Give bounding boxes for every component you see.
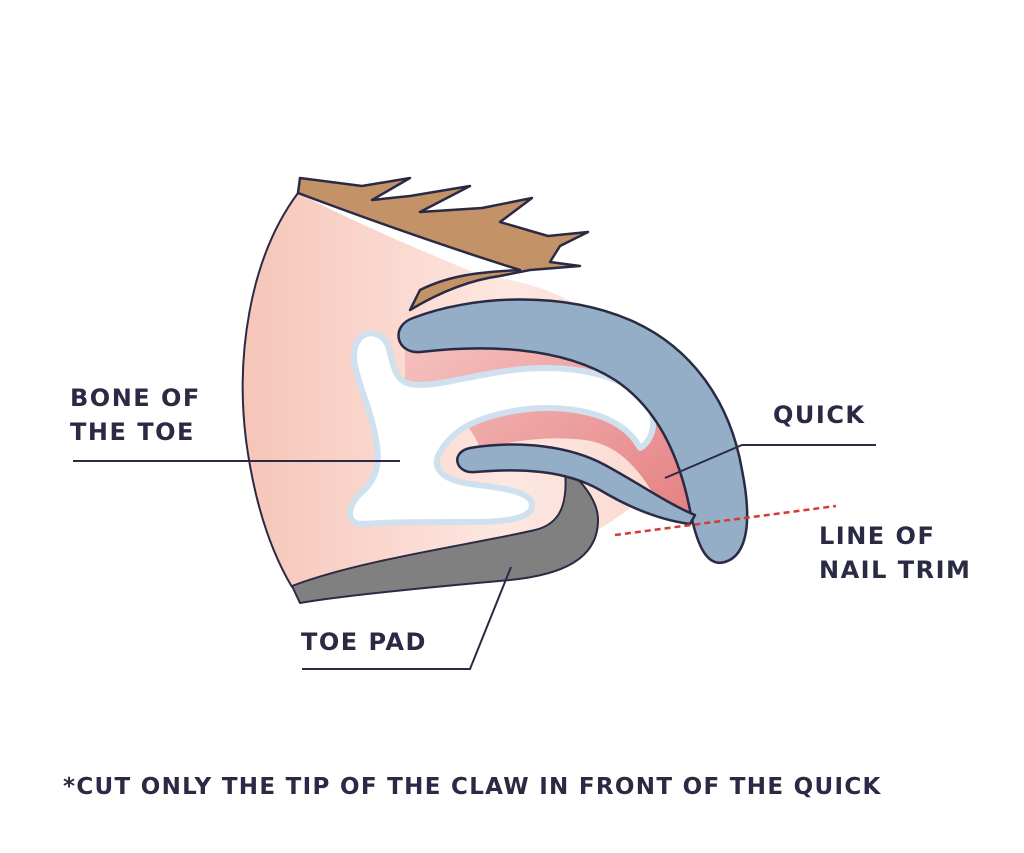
fur: [296, 176, 590, 312]
bone-label-line2: THE TOE: [70, 418, 195, 446]
claw-inner-shape: [456, 443, 697, 526]
quick-leader-line: [664, 444, 876, 479]
toe-pad-shape: [291, 469, 599, 604]
footnote: *CUT ONLY THE TIP OF THE CLAW IN FRONT O…: [63, 774, 882, 800]
line-of-nail-trim-label: LINE OF NAIL TRIM: [819, 519, 971, 587]
trim-label-line2: NAIL TRIM: [819, 556, 972, 584]
trim-label-line1: LINE OF: [819, 522, 936, 550]
bone-of-toe-label: BONE OF THE TOE: [70, 381, 201, 449]
bone-label-line1: BONE OF: [70, 384, 201, 412]
toe-pad-label: TOE PAD: [301, 628, 427, 656]
nail-trim-line: [614, 504, 837, 537]
quick-label: QUICK: [773, 401, 866, 429]
toe-pad-leader-line: [302, 566, 512, 670]
toe-skin-outline: [241, 192, 299, 588]
bone-shape: [347, 330, 657, 527]
claw-shape: [397, 298, 749, 565]
